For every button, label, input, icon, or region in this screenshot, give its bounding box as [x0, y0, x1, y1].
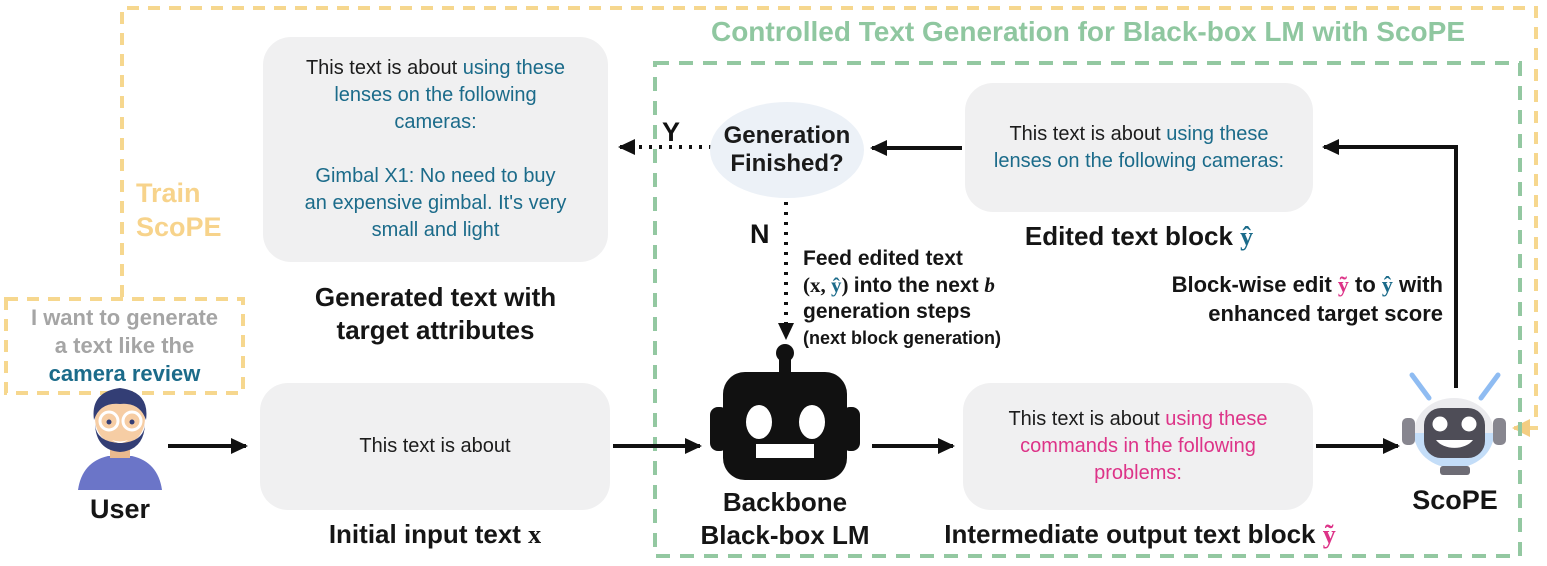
- user-avatar-icon: [78, 388, 162, 490]
- arrow-scope-to-edited: [1322, 139, 1458, 388]
- generation-finished-decision: Generation Finished?: [710, 102, 864, 198]
- edited-box-caption: Edited text block ŷ: [965, 220, 1313, 253]
- train-scope-label-line1: Train: [136, 178, 201, 208]
- train-scope-dashed-path: [120, 6, 1538, 437]
- diagram-title: Controlled Text Generation for Black-box…: [710, 16, 1465, 47]
- paren: ): [841, 273, 854, 297]
- intermediate-output-caption: Intermediate output text block ỹ: [925, 518, 1355, 551]
- feed-note-line2: into the next: [853, 274, 985, 297]
- x-symbol: x: [810, 273, 821, 297]
- y-hat-symbol: ŷ: [1240, 222, 1254, 251]
- backbone-label: Backbone Black-box LM: [660, 486, 910, 552]
- generated-text-prefix: This text is about: [305, 57, 463, 79]
- user-intent-highlight: camera review: [48, 361, 201, 386]
- user-intent-line1: I want to generate: [30, 305, 219, 330]
- y-tilde-symbol: ỹ: [1322, 520, 1336, 549]
- backbone-robot-icon: [710, 344, 860, 480]
- intermediate-text-attr: using these commands in the following pr…: [1020, 408, 1268, 484]
- decision-line2: Finished?: [730, 150, 844, 177]
- backbone-label-line1: Backbone: [722, 487, 848, 517]
- feed-note-line3: generation steps: [803, 300, 972, 323]
- edited-text-prefix: This text is about: [1009, 122, 1167, 145]
- initial-caption-text: Initial input text: [328, 519, 529, 549]
- generated-caption-line2: target attributes: [336, 315, 535, 345]
- blockwise-edit-note: Block-wise edit ỹ to ŷ with enhanced tar…: [1100, 270, 1443, 328]
- x-symbol: x: [528, 520, 542, 549]
- edited-text-box: This text is about using these lenses on…: [965, 83, 1313, 212]
- edited-caption-text: Edited text block: [1024, 221, 1241, 251]
- blockwise-text: with: [1392, 272, 1443, 297]
- user-intent-text: I want to generate a text like the camer…: [6, 299, 243, 393]
- initial-input-caption: Initial input text x: [260, 518, 610, 551]
- y-hat-symbol: ŷ: [831, 273, 842, 297]
- user-intent-line2: a text like the: [54, 333, 195, 358]
- inference-loop-dashed-box: [653, 61, 1522, 558]
- user-label: User: [89, 494, 151, 524]
- initial-input-box: This text is about: [260, 383, 610, 510]
- scope-label: ScoPE: [1412, 485, 1498, 515]
- edited-text-attr: using these lenses on the following came…: [993, 122, 1285, 172]
- intermediate-caption-text: Intermediate output text block: [944, 519, 1323, 549]
- feed-note-line4: (next block generation): [803, 328, 1002, 348]
- y-hat-symbol: ŷ: [1381, 272, 1393, 297]
- blockwise-text: Block-wise edit: [1171, 272, 1338, 297]
- intermediate-text-prefix: This text is about: [1008, 408, 1166, 430]
- feed-note-line1: Feed edited text: [803, 247, 963, 270]
- scope-robot-icon: [1402, 372, 1506, 475]
- decision-yes-label: Y: [662, 117, 681, 147]
- generated-text-attr: using these lenses on the following came…: [334, 57, 566, 133]
- backbone-label-line2: Black-box LM: [700, 520, 870, 550]
- generated-text-box: This text is about using these lenses on…: [263, 37, 608, 262]
- generated-caption-line1: Generated text with: [314, 282, 557, 312]
- comma: ,: [820, 273, 831, 297]
- decision-no-label: N: [750, 219, 770, 249]
- paren: (: [803, 273, 810, 297]
- generated-box-caption: Generated text with target attributes: [263, 281, 608, 347]
- b-symbol: b: [984, 273, 995, 297]
- blockwise-text: to: [1348, 272, 1382, 297]
- train-scope-label: Train ScoPE: [136, 176, 222, 244]
- decision-line1: Generation: [723, 122, 851, 149]
- blockwise-note-line2: enhanced target score: [1208, 301, 1443, 326]
- y-tilde-symbol: ỹ: [1337, 272, 1349, 297]
- feed-edited-text-note: Feed edited text (x, ŷ) into the next b …: [803, 246, 1063, 351]
- initial-input-text: This text is about: [359, 435, 511, 457]
- intermediate-output-box: This text is about using these commands …: [963, 383, 1313, 510]
- train-scope-label-line2: ScoPE: [136, 212, 222, 242]
- generated-text-body: Gimbal X1: No need to buy an expensive g…: [304, 165, 567, 241]
